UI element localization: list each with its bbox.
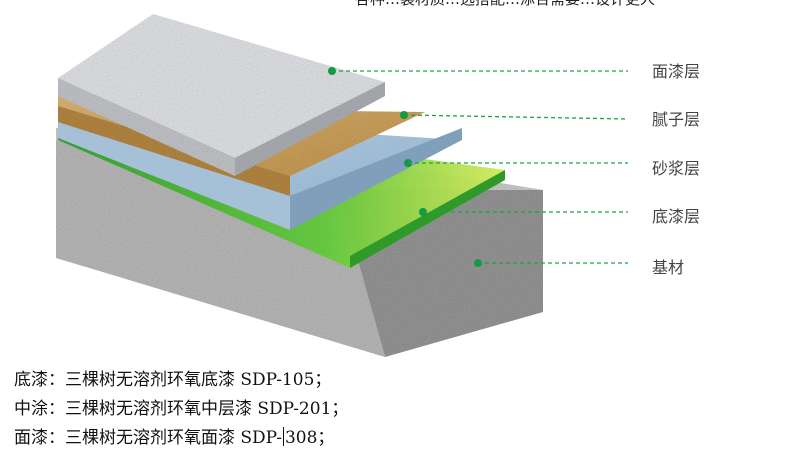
leader-line-putty [400, 111, 629, 120]
leader-line-substrate [474, 259, 628, 267]
spec-line-primer: 底漆：三棵树无溶剂环氧底漆 SDP-105； [14, 366, 348, 395]
spec-line-midcoat: 中涂：三棵树无溶剂环氧中层漆 SDP-201； [14, 395, 348, 424]
spec-text: 三棵树无溶剂环氧底漆 SDP-105； [65, 370, 332, 390]
label-substrate: 基材 [652, 258, 684, 277]
topcoat-layer [58, 14, 385, 176]
label-putty: 腻子层 [652, 110, 700, 129]
spec-line-topcoat[interactable]: 面漆：三棵树无溶剂环氧面漆 SDP-308； [14, 424, 348, 453]
header-text-clipped: 各种…装材质…选搭配…添合需要…设计更人 [355, 0, 655, 8]
spec-text: 三棵树无溶剂环氧中层漆 SDP-201； [65, 399, 349, 419]
text-cursor [282, 427, 284, 446]
spec-list: 底漆：三棵树无溶剂环氧底漆 SDP-105； 中涂：三棵树无溶剂环氧中层漆 SD… [14, 366, 348, 453]
label-mortar: 砂浆层 [652, 159, 700, 178]
spec-prefix: 面漆： [14, 428, 65, 448]
leader-line-topcoat [328, 67, 628, 75]
spec-prefix: 底漆： [14, 370, 65, 390]
leader-line-primer [419, 208, 628, 216]
spec-text: 三棵树无溶剂环氧面漆 SDP- [65, 428, 282, 448]
label-primer: 底漆层 [652, 207, 700, 226]
label-topcoat: 面漆层 [652, 62, 700, 81]
spec-prefix: 中涂： [14, 399, 65, 419]
spec-text-after-cursor: 308； [284, 428, 335, 448]
leader-line-mortar [404, 159, 628, 167]
